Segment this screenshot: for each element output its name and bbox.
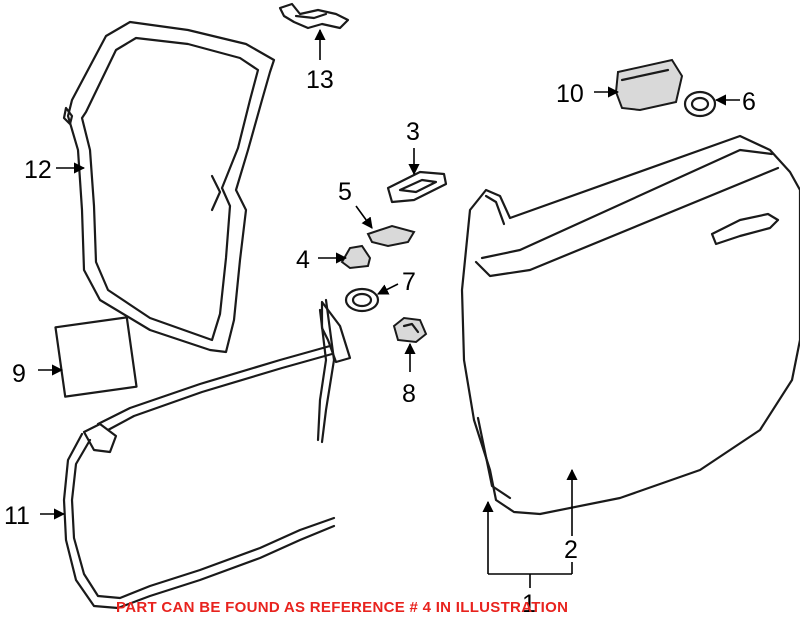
leader-7: [376, 283, 399, 295]
callout-8: 8: [402, 380, 416, 408]
part-12-door-seal: [62, 20, 276, 354]
part-9-pad: [54, 316, 138, 398]
callout-12: 12: [24, 156, 52, 184]
part-5-handle-base: [366, 224, 416, 248]
part-3-escutcheon: [386, 170, 448, 204]
callout-3: 3: [406, 118, 420, 146]
leader-1: [482, 500, 573, 588]
part-6-grommet: [683, 90, 717, 118]
callout-1: 1: [522, 590, 536, 618]
part-8-plug: [392, 316, 428, 344]
part-13-bracket: [278, 2, 350, 30]
callout-5: 5: [338, 178, 352, 206]
part-7-grommet: [344, 287, 380, 313]
reference-notice: PART CAN BE FOUND AS REFERENCE # 4 IN IL…: [116, 599, 568, 616]
leader-5: [355, 205, 373, 229]
callout-11: 11: [4, 502, 30, 530]
part-4-bumper: [340, 244, 372, 270]
part-11-window-seal: [62, 298, 352, 610]
callout-13: 13: [306, 66, 334, 94]
part-2-door-shell: [460, 134, 800, 516]
part-10-trim-cap: [614, 58, 684, 112]
callout-2: 2: [564, 536, 578, 564]
callout-6: 6: [742, 88, 756, 116]
callout-10: 10: [556, 80, 584, 108]
callout-7: 7: [402, 268, 416, 296]
callout-4: 4: [296, 246, 310, 274]
callout-9: 9: [12, 360, 26, 388]
